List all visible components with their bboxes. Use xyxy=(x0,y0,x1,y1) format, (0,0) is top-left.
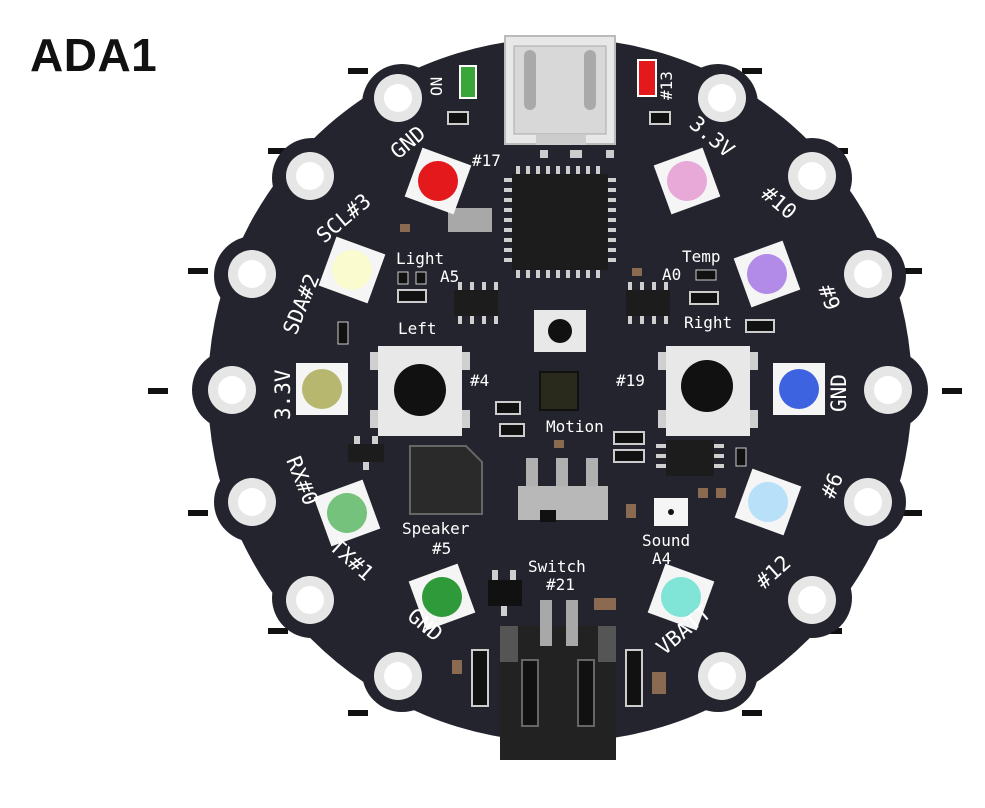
microcontroller-chip: #17 xyxy=(448,151,616,278)
p17-label: #17 xyxy=(472,151,501,170)
p13-label: #13 xyxy=(657,71,676,100)
neopixel-vbatt xyxy=(661,577,701,617)
left-label: Left xyxy=(398,319,437,338)
left-button xyxy=(370,346,470,436)
pad-9-hole xyxy=(844,250,892,298)
pin-mark xyxy=(348,710,368,716)
a0-label: A0 xyxy=(662,265,681,284)
pad-6-hole xyxy=(844,478,892,526)
neopixel-gnd-bottom xyxy=(422,577,462,617)
neopixel-rx-tx xyxy=(327,493,367,533)
pads xyxy=(208,74,912,700)
neopixel-3v3-top xyxy=(667,161,707,201)
neopixel-gnd-top xyxy=(418,161,458,201)
pin-mark xyxy=(902,510,922,516)
neopixel-scl-sda xyxy=(332,250,372,290)
motion-label: Motion xyxy=(546,417,604,436)
pad-gnd-right-hole xyxy=(864,366,912,414)
a5-label: A5 xyxy=(440,267,459,286)
on-label: ON xyxy=(427,77,446,96)
pad-12-hole xyxy=(788,576,836,624)
p4-label: #4 xyxy=(470,371,489,390)
silkscreen-labels: Light A5 Temp A0 Left Right #4 #19 Motio… xyxy=(396,247,732,594)
pin-mark xyxy=(188,268,208,274)
pad-scl-hole xyxy=(286,152,334,200)
led13 xyxy=(637,59,657,97)
light-label: Light xyxy=(396,249,444,268)
right-button xyxy=(658,346,758,436)
pad-rx-hole xyxy=(228,478,276,526)
neopixel-6-12 xyxy=(748,482,788,522)
right-label: Right xyxy=(684,313,732,332)
p21-label: #21 xyxy=(546,575,575,594)
motion-sensor xyxy=(539,371,579,411)
pad-vbatt-hole xyxy=(698,652,746,700)
a4-label: A4 xyxy=(652,549,671,568)
pin-mark xyxy=(148,388,168,394)
neopixel-3v3-left xyxy=(302,369,342,409)
buttons xyxy=(370,346,758,436)
pin-mark xyxy=(902,268,922,274)
status-leds: ON #13 xyxy=(427,59,676,125)
pad-label-3v3-left: 3.3V xyxy=(271,369,295,420)
pin-mark xyxy=(742,68,762,74)
neopixel-10-9 xyxy=(747,254,787,294)
pad-gnd-top-hole xyxy=(374,74,422,122)
pad-gnd-bottom-hole xyxy=(374,652,422,700)
switch-label: Switch xyxy=(528,557,586,576)
pad-3v3-top-hole xyxy=(698,74,746,122)
p19-label: #19 xyxy=(616,371,645,390)
usb-connector xyxy=(504,35,616,158)
pad-sda-hole xyxy=(228,250,276,298)
speaker-label: Speaker xyxy=(402,519,470,538)
pin-mark xyxy=(742,710,762,716)
pad-tx-hole xyxy=(286,576,334,624)
sound-label: Sound xyxy=(642,531,690,550)
slide-switch xyxy=(518,458,608,522)
pin-mark xyxy=(942,388,962,394)
pin-mark xyxy=(188,510,208,516)
pad-label-gnd-right: GND xyxy=(827,374,851,412)
pin-mark xyxy=(348,68,368,74)
pin-mark xyxy=(268,628,288,634)
neopixels xyxy=(296,147,825,631)
pin-mark xyxy=(268,148,288,154)
pad-10-hole xyxy=(788,152,836,200)
on-led xyxy=(459,65,477,99)
small-components xyxy=(337,224,775,760)
temp-label: Temp xyxy=(682,247,721,266)
neopixel-gnd-right xyxy=(779,369,819,409)
speaker xyxy=(409,445,483,515)
p5-label: #5 xyxy=(432,539,451,558)
diagram-title: ADA1 xyxy=(30,29,158,81)
pad-3v3-left-hole xyxy=(208,366,256,414)
battery-connector xyxy=(500,600,616,760)
